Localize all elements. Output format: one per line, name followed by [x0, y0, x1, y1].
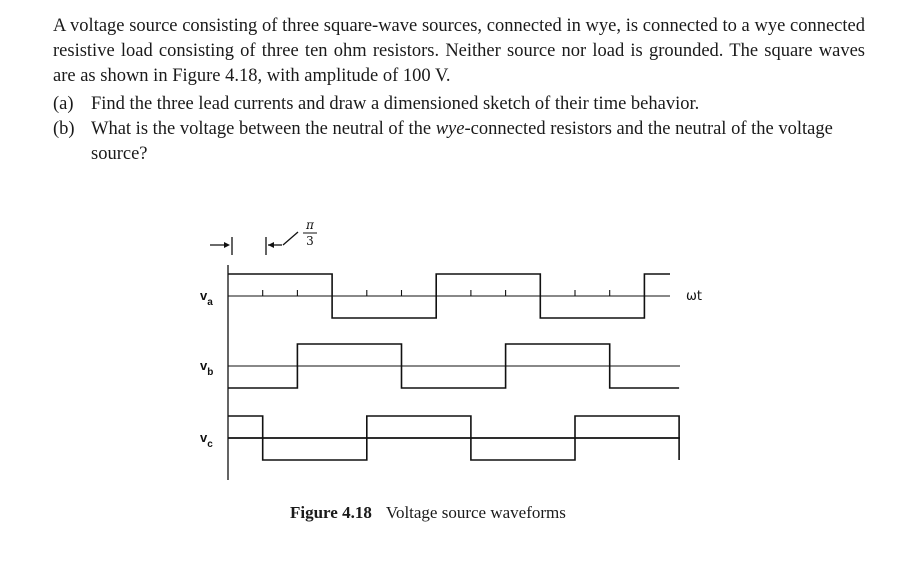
problem-statement: A voltage source consisting of three squ…	[53, 16, 865, 86]
figure-caption: Figure 4.18 Voltage source waveforms	[290, 503, 566, 523]
waveform-diagram: π 3 va ωt vb vc	[200, 218, 702, 480]
vc-label-name: v	[200, 430, 208, 445]
interval-numerator: π	[305, 218, 315, 232]
interval-denominator: 3	[306, 234, 314, 248]
vc-label-subscript: c	[207, 439, 213, 450]
time-axis-label: ωt	[686, 289, 702, 304]
dimension-arrow-right	[268, 242, 274, 248]
part-a-text: Find the three lead currents and draw a …	[91, 94, 700, 114]
figure-caption-text: Voltage source waveforms	[385, 503, 566, 522]
va-label: va	[200, 288, 213, 308]
dimension-leader	[282, 231, 299, 246]
figure-caption-number: Figure 4.18	[290, 503, 372, 522]
part-b-text-after: -connected resistors and the neutral of …	[91, 119, 833, 164]
vb-waveform	[228, 343, 680, 389]
vb-label-name: v	[200, 358, 208, 373]
part-b-label: (b)	[53, 119, 75, 139]
part-b-text-before: What is the voltage between the neutral …	[91, 119, 436, 139]
part-a: (a) Find the three lead currents and dra…	[53, 92, 865, 117]
problem-text: A voltage source consisting of three squ…	[53, 14, 865, 167]
dimension-arrow-left	[224, 242, 230, 248]
part-a-label: (a)	[53, 94, 74, 114]
va-label-subscript: a	[207, 297, 213, 308]
vb-label: vb	[200, 358, 213, 378]
dimension-markers	[210, 231, 299, 255]
vc-label: vc	[200, 430, 213, 450]
va-label-name: v	[200, 288, 208, 303]
vb-label-subscript: b	[207, 367, 213, 378]
vc-waveform	[228, 415, 680, 461]
part-b: (b) What is the voltage between the neut…	[53, 117, 865, 167]
part-b-emphasis: wye	[435, 119, 465, 139]
waveform-figure: π 3 va ωt vb vc	[190, 210, 710, 500]
va-waveform	[228, 273, 670, 319]
va-axis-ticks	[262, 290, 611, 296]
